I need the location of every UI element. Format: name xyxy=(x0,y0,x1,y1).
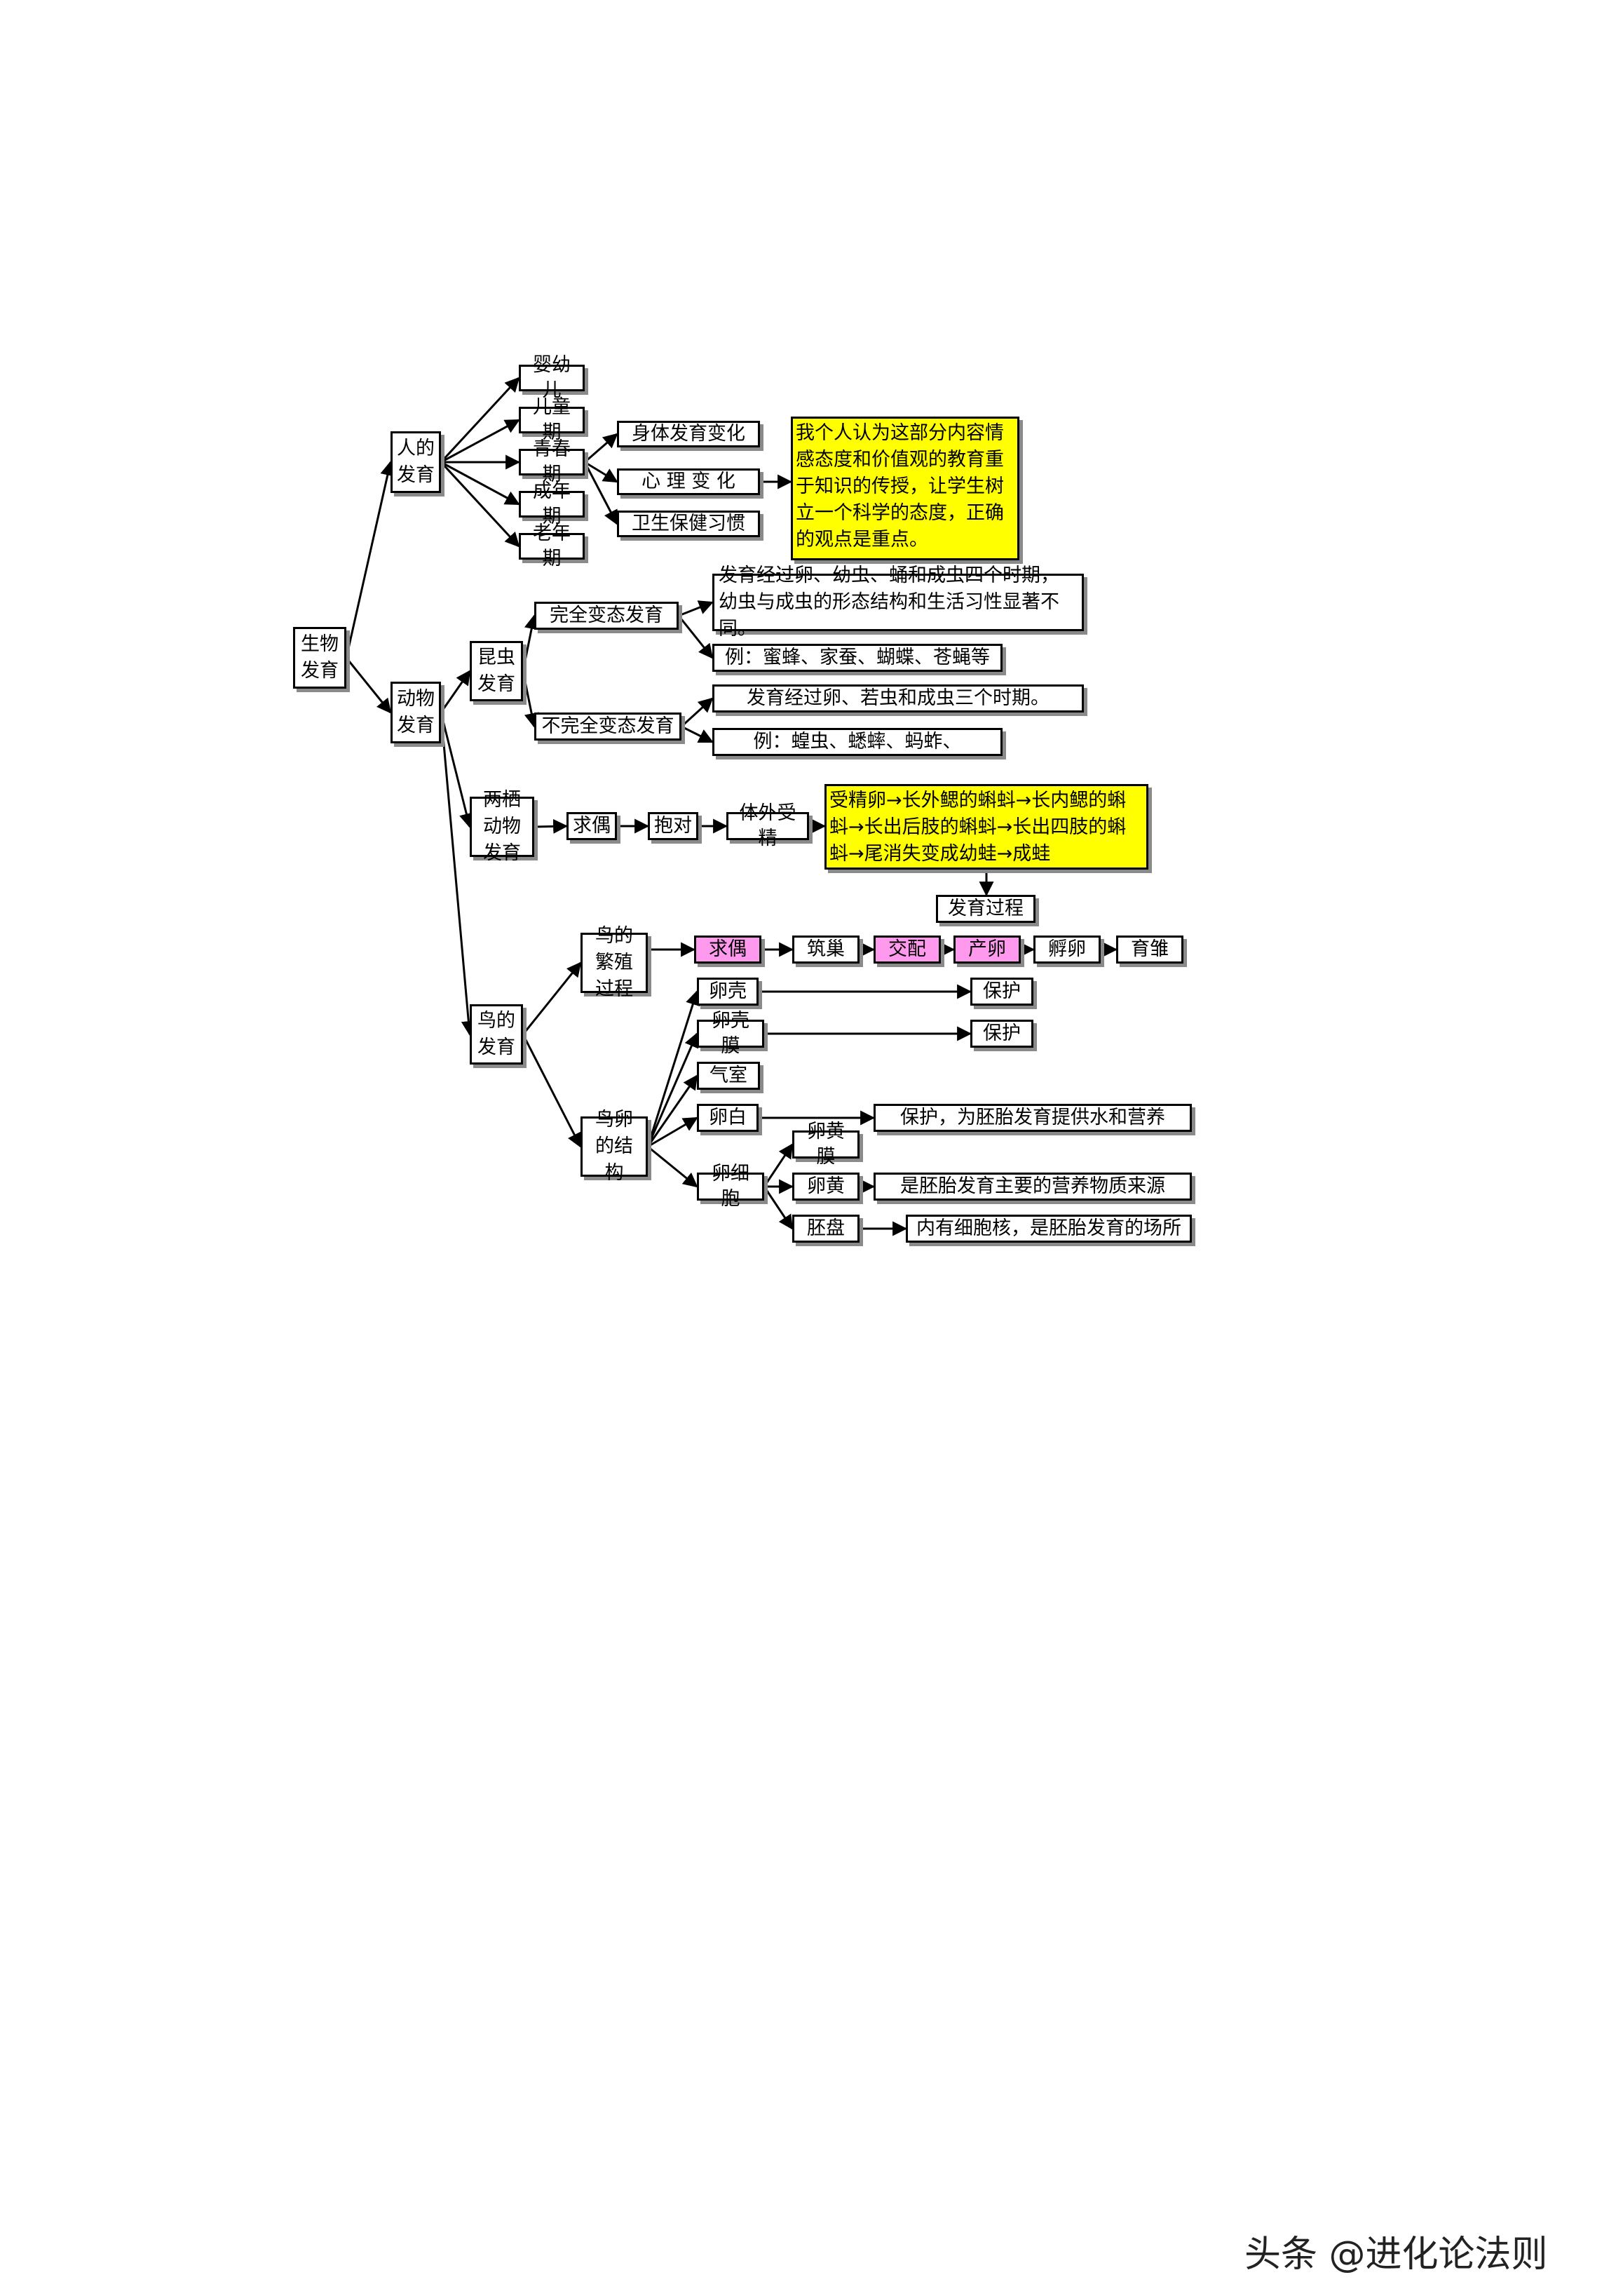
node-disc-function: 内有细胞核，是胚胎发育的场所 xyxy=(906,1215,1192,1243)
node-root: 生物发育 xyxy=(293,627,346,689)
connector-arrow xyxy=(583,461,618,525)
node-white-function: 保护，为胚胎发育提供水和营养 xyxy=(874,1104,1192,1132)
node-animal-development: 动物发育 xyxy=(391,682,441,743)
watermark: 头条 @进化论法则 xyxy=(1244,2234,1548,2276)
node-bird-incubation: 孵卵 xyxy=(1033,936,1101,964)
node-shell-membrane: 卵壳膜 xyxy=(697,1010,764,1057)
connector-arrow xyxy=(345,657,392,714)
node-stage-child: 儿童期 xyxy=(519,396,585,443)
node-eggshell: 卵壳 xyxy=(697,978,759,1006)
connector-arrow xyxy=(522,961,582,1035)
node-insect-development: 昆虫发育 xyxy=(470,641,523,701)
node-amphibian-development: 两栖动物发育 xyxy=(470,789,534,864)
connector-arrow xyxy=(678,600,714,617)
connector-arrow xyxy=(522,670,539,729)
node-bird-nest: 筑巢 xyxy=(792,936,860,964)
connector-arrow xyxy=(440,670,471,713)
node-body-change: 身体发育变化 xyxy=(617,421,760,447)
connector-arrow xyxy=(522,614,539,672)
node-egg-structure: 鸟卵的结构 xyxy=(580,1109,648,1184)
node-amphibian-process: 受精卵→长外鳃的蝌蚪→长内鳃的蝌蚪→长出后肢的蝌蚪→长出四肢的蝌蚪→尾消失变成幼… xyxy=(824,784,1148,870)
connector-arrow xyxy=(522,1034,582,1148)
node-bird-development: 鸟的发育 xyxy=(470,1004,523,1065)
node-human-development: 人的发育 xyxy=(391,431,441,493)
node-mind-change: 心 理 变 化 xyxy=(617,468,760,495)
node-amphibian-amplexus: 抱对 xyxy=(648,812,698,840)
connector-arrow xyxy=(763,1143,794,1187)
node-hygiene-habits: 卫生保健习惯 xyxy=(617,511,760,537)
node-bird-courtship: 求偶 xyxy=(694,936,761,964)
node-bird-mating: 交配 xyxy=(874,936,941,964)
node-external-fertilization: 体外受精 xyxy=(726,802,809,849)
connector-arrow xyxy=(440,461,520,506)
node-amphibian-courtship: 求偶 xyxy=(566,812,617,840)
connector-arrow xyxy=(534,818,569,834)
node-stage-infant: 婴幼儿 xyxy=(519,354,585,401)
connector-arrow xyxy=(647,1145,698,1188)
node-stage-puberty: 青春期 xyxy=(519,438,585,485)
node-bird-breeding: 鸟的繁殖过程 xyxy=(580,925,648,1000)
connector-arrow xyxy=(440,712,476,1036)
connector-arrow xyxy=(345,460,395,659)
node-process-label: 发育过程 xyxy=(936,895,1035,923)
node-yolk-function: 是胚胎发育主要的营养物质来源 xyxy=(874,1173,1192,1201)
node-egg-white: 卵白 xyxy=(697,1104,759,1132)
connector-arrow xyxy=(680,697,714,728)
connector-arrow xyxy=(763,1186,794,1230)
node-complete-example: 例：蜜蜂、家蚕、蝴蝶、苍蝇等 xyxy=(712,644,1003,672)
node-incomplete-metamorphosis: 不完全变态发育 xyxy=(534,713,681,741)
connector-arrow xyxy=(646,990,700,1147)
connector-arrow xyxy=(646,1074,698,1147)
node-vitelline-membrane: 卵黄膜 xyxy=(792,1121,860,1168)
node-bird-rearing: 育雏 xyxy=(1116,936,1183,964)
connector-arrow xyxy=(584,461,618,483)
node-stage-adult: 成年期 xyxy=(519,480,585,527)
connector-arrow xyxy=(584,433,618,464)
node-complete-description: 发育经过卵、幼虫、蛹和成虫四个时期，幼虫与成虫的形态结构和生活习性显著不同。 xyxy=(712,565,1084,640)
connector-arrow xyxy=(440,419,520,464)
node-incomplete-description: 发育经过卵、若虫和成虫三个时期。 xyxy=(712,684,1084,713)
note-teaching-focus: 我个人认为这部分内容情感态度和价值观的教育重于知识的传授，让学生树立一个科学的态… xyxy=(791,417,1019,560)
node-incomplete-example: 例：蝗虫、蟋蟀、蚂蚱、 xyxy=(712,728,1003,756)
connector-arrow xyxy=(681,725,714,743)
node-germinal-disc: 胚盘 xyxy=(792,1215,860,1243)
node-complete-metamorphosis: 完全变态发育 xyxy=(534,602,679,630)
node-shell-function: 保护 xyxy=(970,978,1033,1006)
node-bird-laying: 产卵 xyxy=(953,936,1021,964)
node-air-chamber: 气室 xyxy=(697,1062,760,1090)
node-stage-elderly: 老年期 xyxy=(519,522,585,569)
connector-arrow xyxy=(440,712,474,829)
node-yolk: 卵黄 xyxy=(792,1173,860,1201)
node-egg-cell: 卵细胞 xyxy=(697,1163,764,1210)
node-membrane-function: 保护 xyxy=(970,1020,1033,1048)
connector-arrow xyxy=(647,1116,698,1148)
connector-arrow xyxy=(646,1032,699,1147)
connector-arrow xyxy=(440,461,520,548)
connector-arrow xyxy=(440,377,520,464)
connector-arrow xyxy=(677,615,714,659)
